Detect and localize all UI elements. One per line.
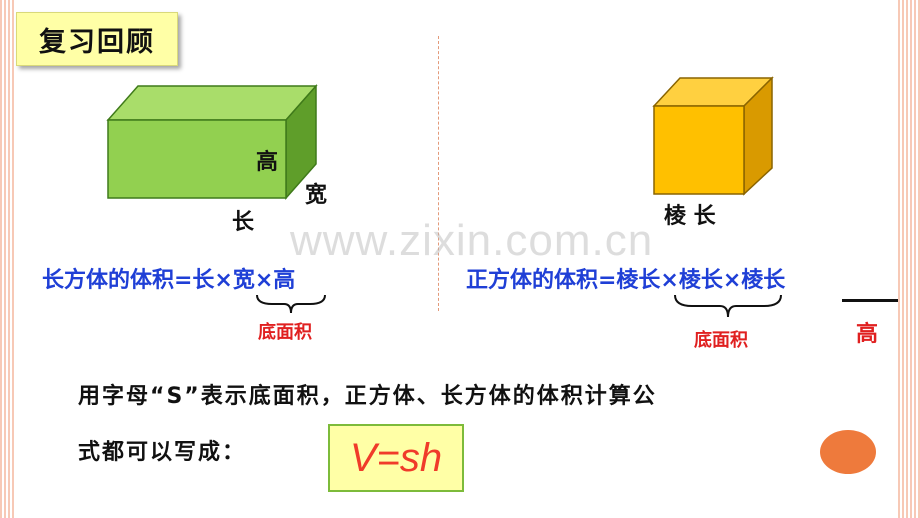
cuboid-volume-formula: 长方体的体积=长×宽×高 — [42, 268, 296, 293]
cube-front-face — [653, 105, 745, 195]
cuboid-illustration — [106, 84, 318, 200]
cuboid-height-label: 高 — [256, 150, 279, 175]
cube-edge-label: 棱 长 — [664, 204, 716, 229]
explanation-line-1: 用字母“S”表示底面积，正方体、长方体的体积计算公 — [78, 384, 657, 409]
volume-formula-box: V=sh — [328, 424, 464, 492]
cube-illustration — [652, 76, 774, 196]
cube-height-note: 高 — [856, 322, 879, 347]
cube-height-bar — [842, 299, 898, 302]
cuboid-length-label: 长 — [232, 210, 255, 235]
dashed-divider — [438, 36, 439, 311]
cube-base-brace — [674, 294, 782, 318]
cuboid-width-label: 宽 — [305, 183, 328, 208]
cuboid-top-face — [106, 85, 318, 121]
cuboid-front-face — [107, 119, 287, 199]
left-border-decoration — [0, 0, 14, 518]
orange-circle-decoration — [820, 430, 876, 474]
page-title: 复习回顾 — [16, 12, 178, 66]
watermark: www.zixin.com.cn — [290, 216, 654, 265]
cuboid-base-brace — [256, 294, 326, 314]
cuboid-base-area-note: 底面积 — [258, 322, 312, 343]
cube-volume-formula: 正方体的体积=棱长×棱长×棱长 — [466, 268, 786, 293]
cube-base-area-note: 底面积 — [694, 330, 748, 351]
explanation-line-2: 式都可以写成： — [78, 440, 247, 465]
right-border-decoration — [898, 0, 920, 518]
